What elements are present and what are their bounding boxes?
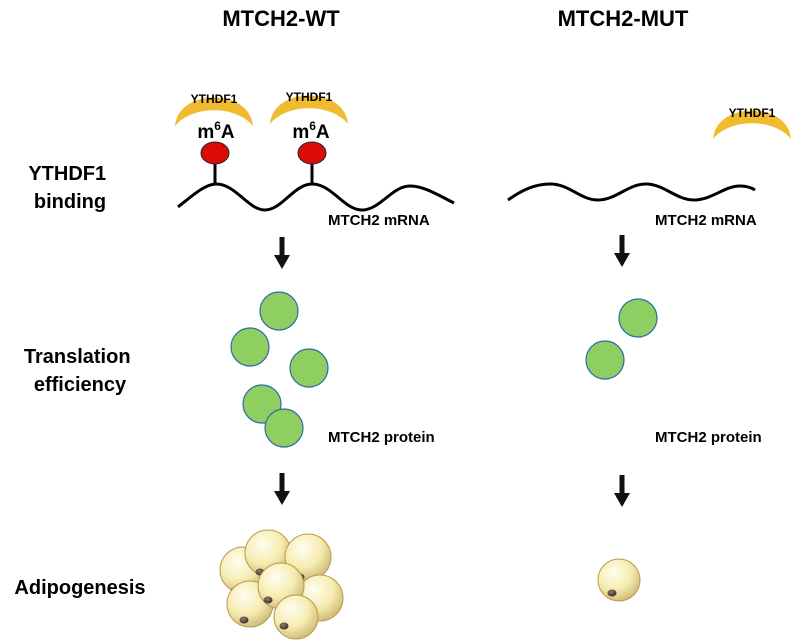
mtch2-protein — [259, 291, 299, 331]
m6a-site — [297, 141, 327, 165]
mtch2-protein — [585, 340, 625, 380]
ythdf1-label: YTHDF1 — [191, 92, 238, 106]
m6a-label: m6A — [292, 119, 330, 143]
mtch2-mrna-strand — [177, 182, 455, 212]
mtch2-protein — [264, 408, 304, 448]
down-arrow — [614, 235, 630, 267]
m6a-label: m6A — [197, 119, 235, 143]
down-arrow — [614, 475, 630, 507]
row-label-translation-efficiency: Translation efficiency — [24, 346, 136, 396]
adipocyte-cluster — [219, 529, 344, 640]
mtch2-protein-label: MTCH2 protein — [328, 429, 435, 446]
mtch2-protein-label: MTCH2 protein — [655, 429, 762, 446]
ythdf1-label: YTHDF1 — [729, 106, 776, 120]
ythdf1-reader: YTHDF1 — [175, 92, 253, 126]
adipocyte — [273, 594, 319, 640]
adipocyte — [597, 558, 641, 602]
ythdf1-label: YTHDF1 — [286, 90, 333, 104]
mtch2-mrna-label: MTCH2 mRNA — [655, 212, 757, 229]
ythdf1-reader: YTHDF1 — [270, 90, 348, 124]
mtch2-mrna-label: MTCH2 mRNA — [328, 212, 430, 229]
row-label-adipogenesis: Adipogenesis — [14, 577, 145, 599]
wt-column-title: MTCH2-WT — [222, 6, 340, 31]
down-arrow — [274, 473, 290, 505]
row-label-ythdf1-binding: YTHDF1 binding — [28, 163, 111, 213]
mtch2-mrna-strand — [507, 182, 756, 202]
mtch2-protein — [230, 327, 270, 367]
mtch2-protein — [289, 348, 329, 388]
down-arrow — [274, 237, 290, 269]
ythdf1-reader: YTHDF1 — [713, 106, 791, 139]
mut-column-title: MTCH2-MUT — [558, 6, 689, 31]
m6a-site — [200, 141, 230, 165]
mtch2-protein — [618, 298, 658, 338]
